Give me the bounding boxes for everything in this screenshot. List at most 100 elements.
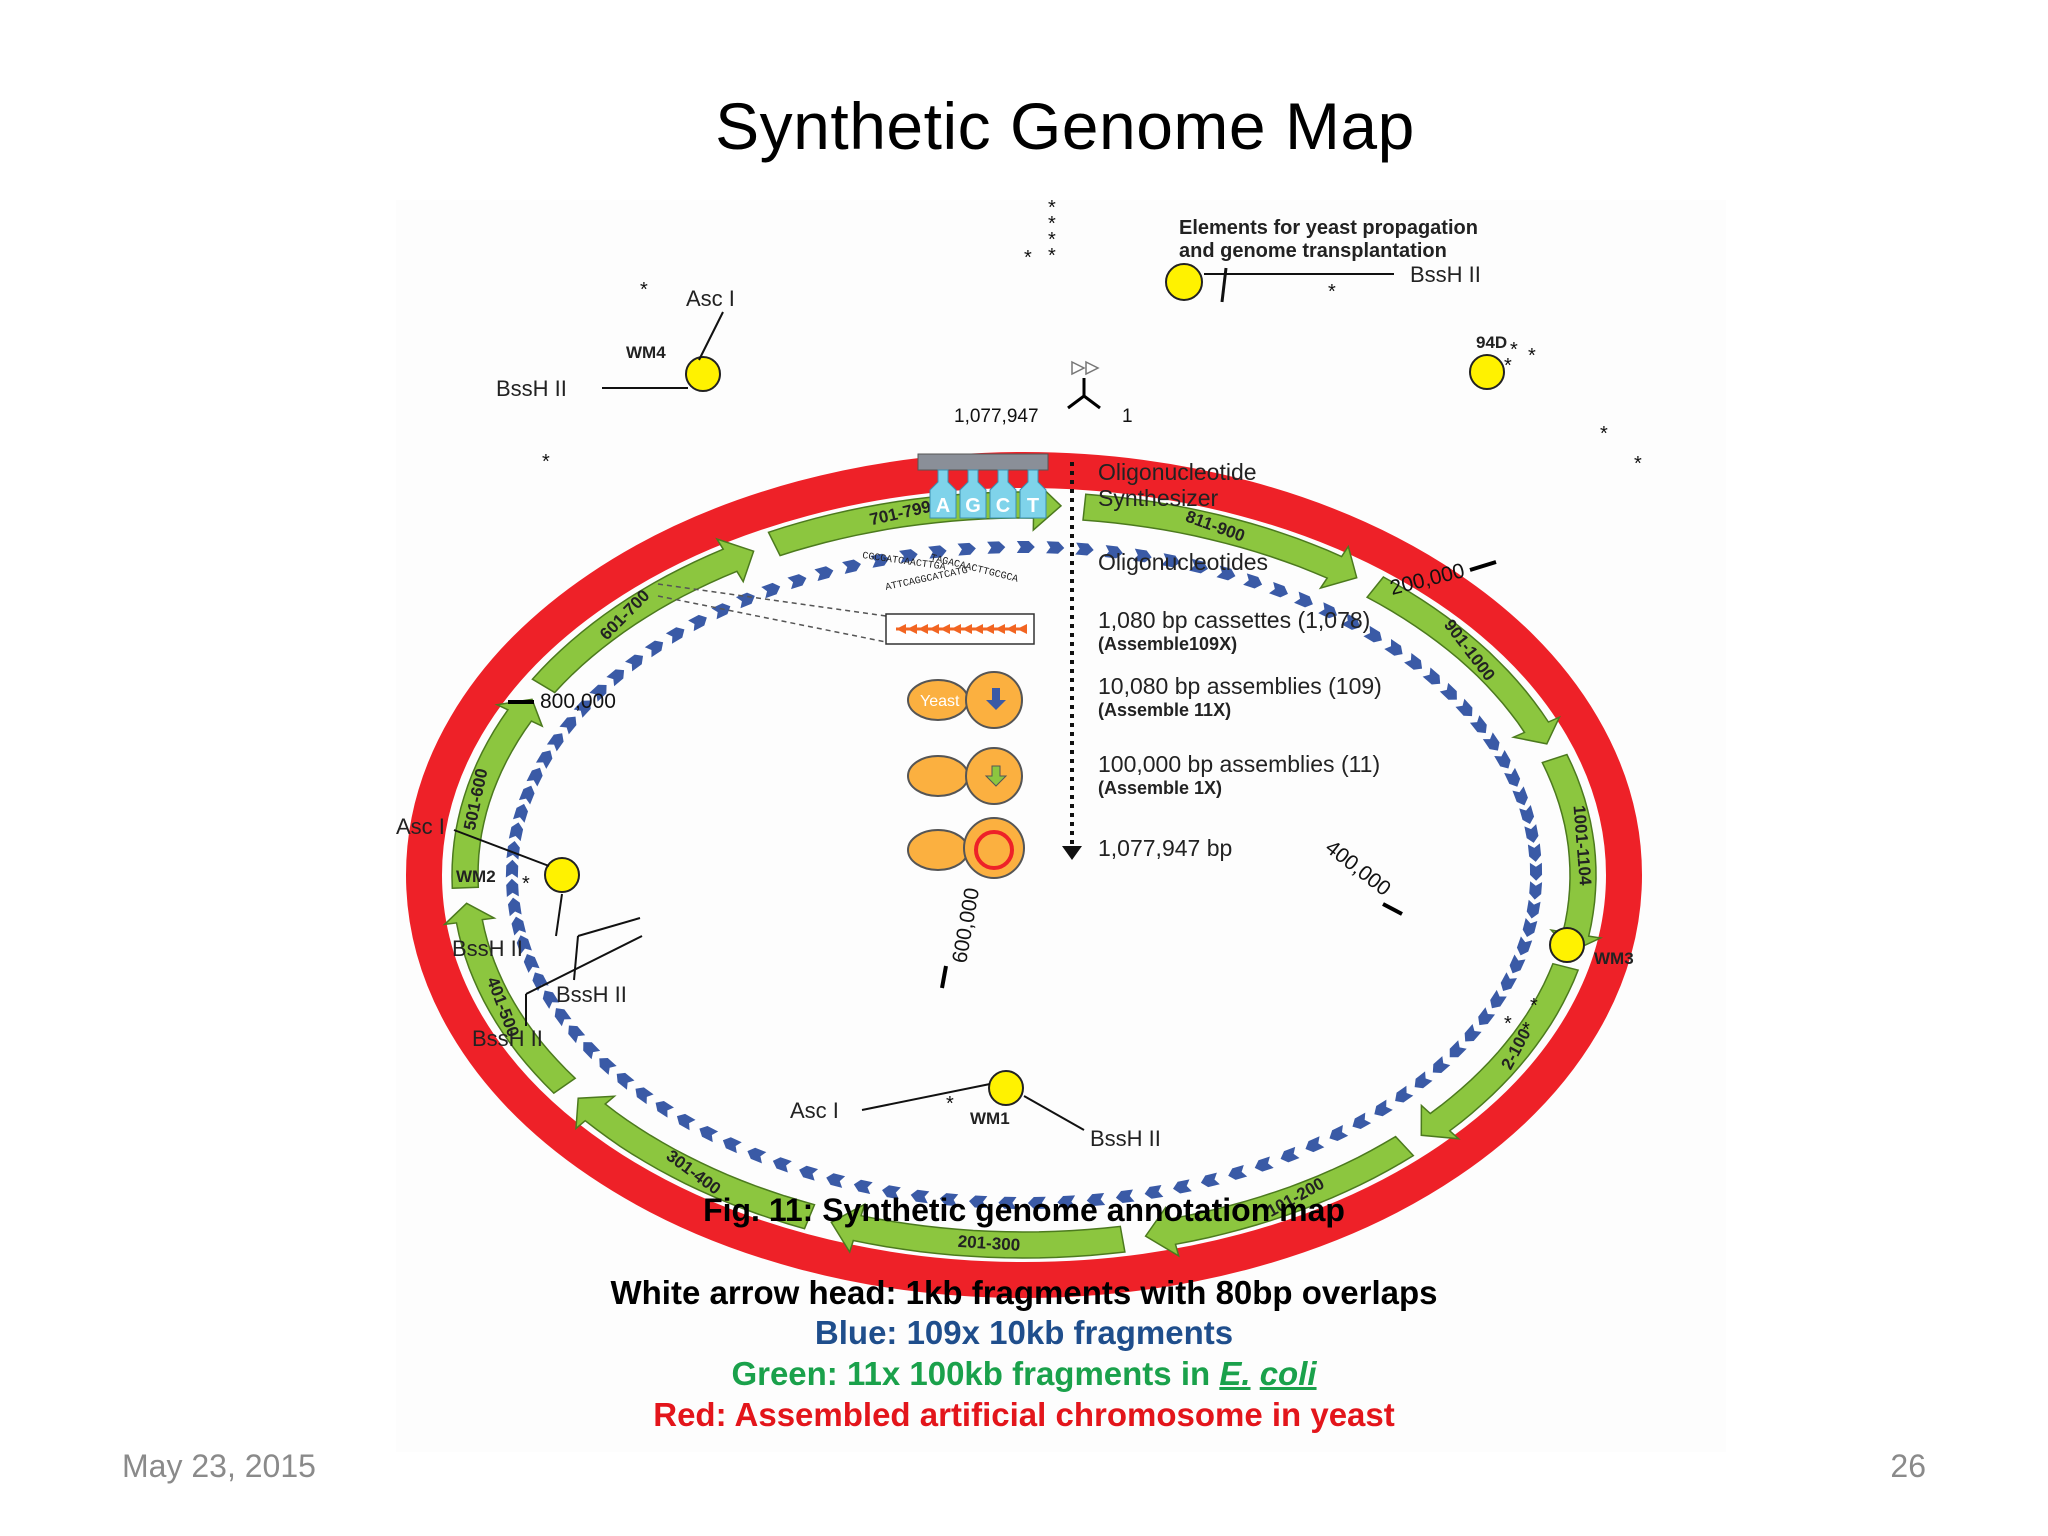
svg-text:*: * bbox=[946, 1093, 954, 1115]
blue-fragment bbox=[910, 1189, 930, 1204]
blue-fragment bbox=[899, 549, 918, 563]
wf-asm10-sub: (Assemble 11X) bbox=[1098, 700, 1231, 720]
svg-text:*: * bbox=[1024, 247, 1032, 269]
asc-bottom-label: Asc I bbox=[790, 1098, 839, 1123]
caption-green-e: E. bbox=[1219, 1355, 1251, 1392]
svg-text:*: * bbox=[1048, 213, 1056, 235]
wf-cassettes: 1,080 bp cassettes (1,078) bbox=[1098, 607, 1370, 633]
blue-fragment bbox=[559, 716, 577, 735]
wf-asm10: 10,080 bp assemblies (109) bbox=[1098, 673, 1382, 699]
blue-fragment bbox=[1526, 899, 1541, 919]
green-segment bbox=[1144, 1135, 1415, 1258]
svg-text:*: * bbox=[1522, 1019, 1530, 1041]
blue-fragment bbox=[1243, 573, 1263, 589]
blue-fragment bbox=[799, 1165, 819, 1181]
green-segment bbox=[830, 1202, 1126, 1259]
blue-fragment bbox=[1509, 954, 1526, 974]
blue-fragment bbox=[1075, 542, 1094, 556]
wf-cassettes-sub: (Assemble109X) bbox=[1098, 634, 1237, 654]
blue-fragment bbox=[1161, 553, 1181, 568]
slide-title: Synthetic Genome Map bbox=[715, 89, 1415, 163]
94d-label: 94D bbox=[1476, 333, 1507, 352]
blue-fragment bbox=[532, 972, 549, 992]
blue-fragment bbox=[507, 897, 522, 917]
svg-text:*: * bbox=[1634, 453, 1642, 475]
blue-fragment bbox=[1280, 1146, 1300, 1163]
blue-fragment bbox=[1478, 1007, 1496, 1026]
blue-fragment bbox=[688, 614, 707, 632]
vial bbox=[989, 469, 1017, 519]
blue-fragment bbox=[957, 542, 976, 556]
blue-fragment bbox=[625, 654, 644, 672]
blue-fragment bbox=[1529, 881, 1543, 900]
coord-start-left: 1,077,947 bbox=[954, 406, 1039, 427]
blue-fragment bbox=[1432, 1056, 1451, 1074]
blue-fragment bbox=[1464, 1024, 1482, 1042]
blue-fragment bbox=[814, 566, 834, 581]
caption-green: Green: 11x 100kb fragments in E. coli bbox=[0, 1355, 2048, 1393]
wf-synth-1: Oligonucleotide bbox=[1098, 459, 1257, 485]
footer-date: May 23, 2015 bbox=[122, 1448, 316, 1484]
yeast-cell-1: Yeast bbox=[907, 671, 1023, 729]
blue-fragment bbox=[535, 750, 553, 769]
caption-green-coli: coli bbox=[1259, 1355, 1317, 1392]
svg-text:Yeast: Yeast bbox=[920, 693, 960, 710]
blue-fragment bbox=[1482, 732, 1500, 751]
svg-text:*: * bbox=[522, 873, 530, 895]
blue-fragment bbox=[1027, 1196, 1046, 1209]
bssh-bottom-leader bbox=[1023, 1095, 1085, 1131]
wm4-circle bbox=[685, 356, 721, 392]
bssh-left3-leader bbox=[573, 935, 579, 981]
svg-text:*: * bbox=[542, 451, 550, 473]
wf-asm100-sub: (Assemble 1X) bbox=[1098, 778, 1222, 798]
elements-label-1: Elements for yeast propagation bbox=[1179, 217, 1478, 239]
vial-base-label: C bbox=[996, 495, 1010, 517]
blue-fragment bbox=[1341, 613, 1361, 630]
blue-fragment bbox=[518, 785, 535, 805]
green-segment bbox=[767, 478, 1063, 557]
blue-fragment bbox=[987, 541, 1006, 554]
blue-fragment bbox=[616, 1072, 635, 1090]
white-arrowheads bbox=[1071, 360, 1100, 376]
blue-fragment bbox=[1422, 667, 1441, 685]
blue-fragment bbox=[1057, 1195, 1076, 1209]
svg-text:*: * bbox=[1048, 229, 1056, 251]
svg-text:*: * bbox=[1048, 245, 1056, 267]
bssh-left2-label: BssH II bbox=[452, 936, 523, 961]
svg-text:*: * bbox=[640, 279, 648, 301]
blue-fragment bbox=[1439, 682, 1457, 700]
blue-fragment bbox=[1318, 602, 1338, 619]
element-circle bbox=[1165, 263, 1203, 301]
asc-top-label: Asc I bbox=[686, 286, 735, 311]
elements-label-2: and genome transplantation bbox=[1179, 240, 1447, 262]
blue-fragment bbox=[1216, 565, 1236, 581]
blue-fragment bbox=[1522, 918, 1538, 937]
blue-fragment bbox=[1305, 1136, 1325, 1153]
blue-fragment bbox=[505, 859, 519, 878]
blue-fragment bbox=[1329, 1124, 1349, 1142]
svg-text:*: * bbox=[1600, 423, 1608, 445]
blue-fragment bbox=[506, 878, 519, 898]
asc-left-leader bbox=[453, 829, 550, 867]
caption-white: White arrow head: 1kb fragments with 80b… bbox=[610, 1274, 1438, 1311]
svg-text:*: * bbox=[1530, 995, 1538, 1017]
blue-fragment bbox=[1374, 1099, 1393, 1117]
blue-fragment bbox=[1269, 581, 1288, 598]
yeast-cell-3 bbox=[907, 817, 1025, 879]
blue-fragment bbox=[772, 1157, 792, 1173]
blue-fragment bbox=[583, 1042, 601, 1060]
zoom-line-bottom bbox=[657, 595, 887, 643]
blue-fragment bbox=[573, 700, 591, 718]
blue-fragment bbox=[1363, 625, 1382, 643]
94d-circle bbox=[1469, 354, 1505, 390]
svg-text:*: * bbox=[1328, 281, 1336, 303]
svg-text:*: * bbox=[1504, 1013, 1512, 1035]
green-segment bbox=[1082, 493, 1358, 590]
origin-marker bbox=[1067, 378, 1101, 410]
blue-fragment bbox=[1086, 1193, 1106, 1207]
bssh-left2-leader bbox=[555, 893, 563, 937]
wm3-label: WM3 bbox=[1594, 949, 1634, 968]
blue-fragment bbox=[1524, 824, 1539, 843]
blue-fragment bbox=[761, 582, 781, 599]
